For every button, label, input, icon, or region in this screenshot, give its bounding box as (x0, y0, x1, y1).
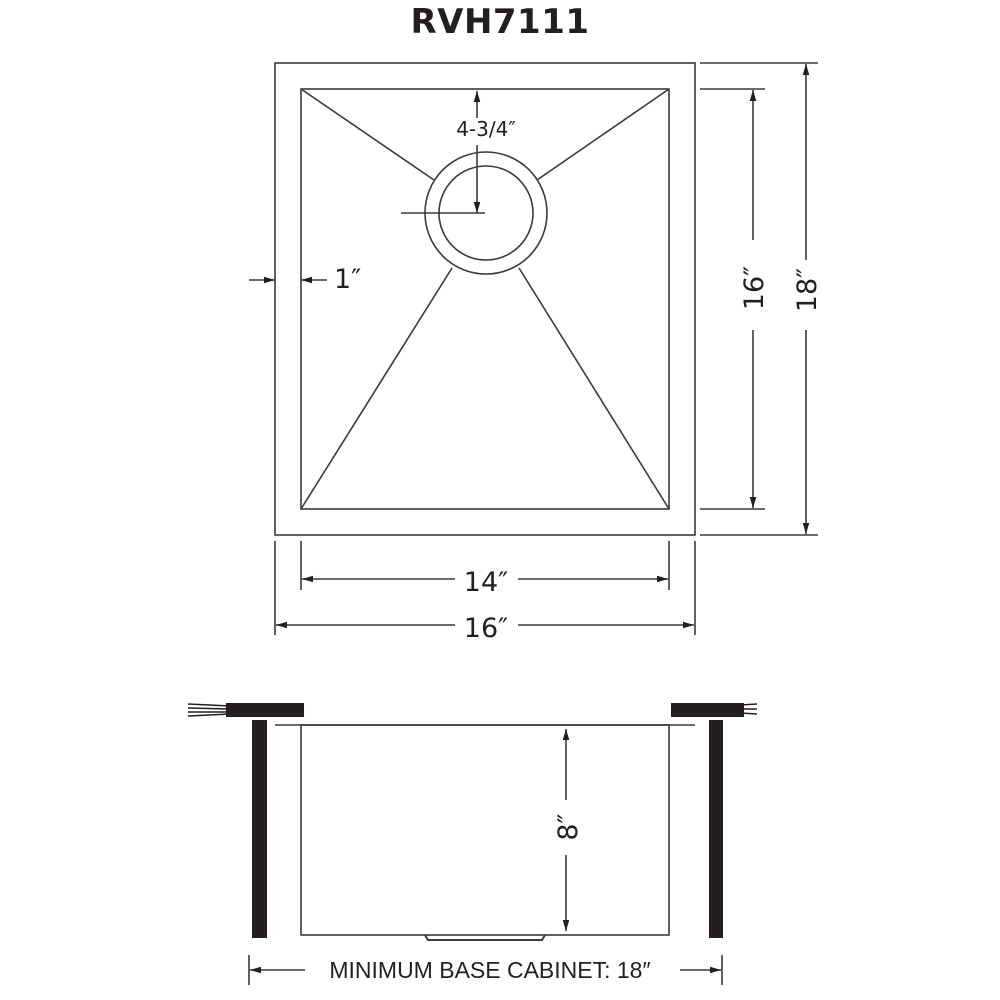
inner-basin (300, 88, 670, 510)
top-view (249, 62, 818, 635)
outer-width-label: 16″ (464, 613, 508, 644)
cabinet-wall-right (709, 720, 723, 938)
depth-label: 8″ (553, 813, 584, 840)
side-view (187, 703, 758, 985)
model-title: RVH7111 (410, 2, 590, 42)
sink-body (300, 724, 670, 936)
inner-length-label: 16″ (739, 266, 770, 310)
countertop-left (226, 703, 304, 717)
outer-length-label: 18″ (792, 268, 823, 312)
inner-width-label: 14″ (464, 567, 508, 598)
cabinet-wall-left (252, 720, 267, 938)
outer-rim (274, 62, 696, 536)
countertop-right (671, 703, 744, 717)
drain-offset-label: 4-3/4″ (456, 117, 516, 141)
min-cabinet-label: MINIMUM BASE CABINET: 18″ (329, 957, 650, 983)
rim-width-label: 1″ (334, 264, 361, 295)
